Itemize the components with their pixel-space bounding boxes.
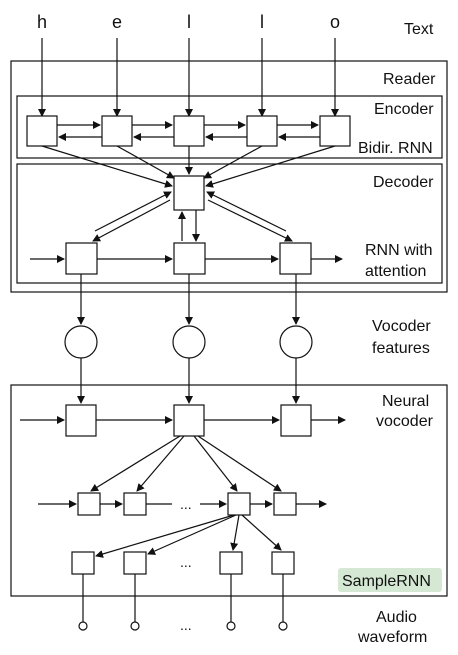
tier3-cell xyxy=(71,551,95,575)
tier2-to-tier3-arrows xyxy=(95,514,282,558)
label-decoder: Decoder xyxy=(373,174,434,191)
feature-node xyxy=(172,325,206,359)
ellipsis-tier2: ... xyxy=(180,496,192,512)
label-attention: attention xyxy=(365,263,426,280)
encoder-cell xyxy=(246,115,278,147)
vocoder-feature-nodes xyxy=(64,325,313,359)
audio-sample xyxy=(226,621,236,631)
tier3-cell xyxy=(271,551,295,575)
label-neural: Neural xyxy=(382,393,429,410)
audio-sample xyxy=(130,621,140,631)
encoder-bidir-arrows xyxy=(57,121,320,141)
label-waveform: waveform xyxy=(357,629,427,646)
samplernn-badge xyxy=(338,568,442,592)
decoder-to-features-arrows xyxy=(77,274,300,325)
label-samplernn: SampleRNN xyxy=(342,573,431,590)
tier1-to-tier2-arrows xyxy=(90,435,282,492)
label-features: features xyxy=(372,340,430,357)
label-audio: Audio xyxy=(376,609,417,626)
encoder-cell xyxy=(173,115,205,147)
vocoder-tier3-cells xyxy=(71,551,295,575)
label-bidir-rnn: Bidir. RNN xyxy=(358,140,433,157)
decoder-cell xyxy=(279,242,312,275)
input-arrows xyxy=(38,38,339,117)
label-encoder: Encoder xyxy=(374,101,434,118)
ellipsis-audio: ... xyxy=(180,617,192,633)
input-char-l2: l xyxy=(260,12,264,32)
tier2-cell xyxy=(123,492,147,516)
audio-sample xyxy=(78,621,88,631)
decoder-cell xyxy=(173,242,206,275)
decoder-cell xyxy=(65,242,98,275)
reader-frame xyxy=(10,60,448,293)
label-reader: Reader xyxy=(383,71,436,88)
neural-vocoder-frame xyxy=(10,384,448,597)
encoder-cells xyxy=(26,115,351,147)
label-rnn-with: RNN with xyxy=(365,242,433,259)
tier3-cell xyxy=(219,551,243,575)
tier2-cell xyxy=(227,492,251,516)
tier3-to-audio-lines xyxy=(82,574,284,622)
tier1-cell xyxy=(65,404,97,437)
encoder-to-attention-arrows xyxy=(41,145,336,188)
tier1-cell xyxy=(173,404,205,437)
audio-sample xyxy=(278,621,288,631)
encoder-cell xyxy=(26,115,58,147)
audio-samples xyxy=(78,621,288,631)
label-vocoder2: vocoder xyxy=(376,413,434,430)
encoder-cell xyxy=(101,115,133,147)
input-char-h: h xyxy=(37,12,47,32)
tier2-cell xyxy=(273,492,297,516)
tier2-cell xyxy=(77,492,101,516)
tier3-cell xyxy=(123,551,147,575)
encoder-cell xyxy=(319,115,351,147)
feature-node xyxy=(279,325,313,359)
ellipsis-tier3: ... xyxy=(180,554,192,570)
decoder-attention-arrows xyxy=(92,191,293,242)
encoder-frame xyxy=(16,95,443,159)
input-char-o: o xyxy=(330,12,340,32)
input-char-l1: l xyxy=(187,12,191,32)
label-vocoder: Vocoder xyxy=(372,318,431,335)
features-to-vocoder-arrows xyxy=(77,358,300,404)
attention-cell xyxy=(173,175,205,211)
feature-node xyxy=(64,325,98,359)
input-char-e: e xyxy=(112,12,122,32)
label-text: Text xyxy=(404,21,434,38)
tier1-cell xyxy=(280,404,312,437)
